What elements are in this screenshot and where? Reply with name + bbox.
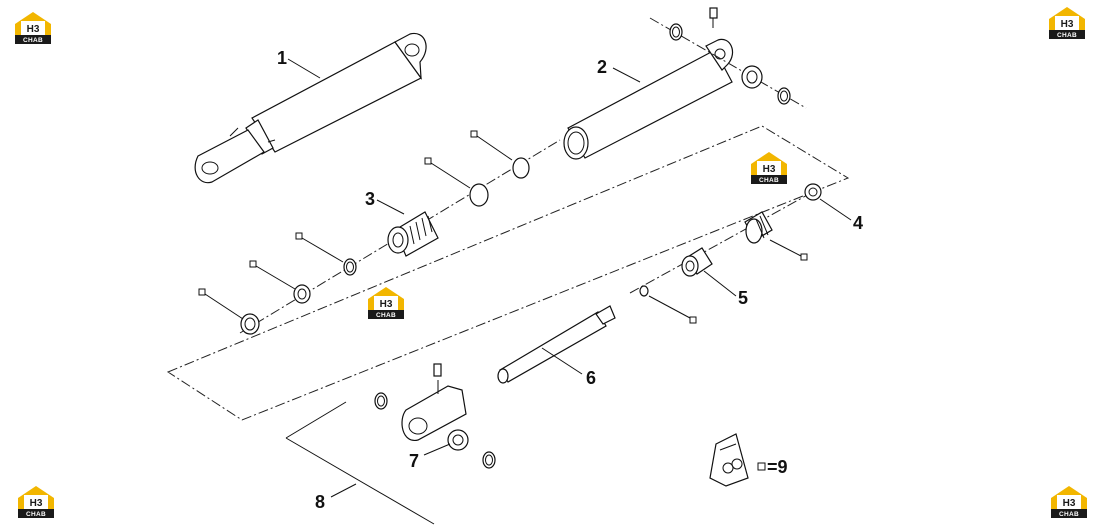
logo-top-left: H3 CHAB: [15, 12, 51, 44]
seal-kit-square-icon: [249, 260, 257, 268]
gland-head: [387, 211, 439, 257]
logo-bottom-right: H3 CHAB: [1051, 486, 1087, 518]
svg-text:CHAB: CHAB: [1057, 32, 1077, 39]
seal-kit-square-icon: [295, 232, 303, 240]
piston-rod: [497, 305, 616, 384]
barrel-snap-ring-icon: [669, 23, 683, 41]
callout-part-1: 1: [277, 48, 287, 68]
rod-end-snap-ring-icon: [374, 392, 388, 410]
rod-end-bushing: [447, 429, 469, 451]
svg-text:CHAB: CHAB: [759, 177, 779, 184]
leader-3: [376, 199, 405, 215]
callout-part-8: 8: [315, 492, 325, 512]
seal-kit-square-icon: [689, 316, 697, 324]
leader-8: [330, 483, 357, 498]
logo-mid-right: H3 CHAB: [751, 152, 787, 184]
gland-ring-1-icon: [343, 258, 357, 276]
logo-top-right: H3 CHAB: [1049, 7, 1085, 39]
o-ring-small-icon: [512, 157, 530, 179]
cylinder-barrel: [563, 38, 733, 160]
gland-seal-3: [240, 313, 260, 335]
svg-text:H3: H3: [1063, 498, 1076, 509]
svg-text:H3: H3: [380, 299, 393, 310]
cylinder-assembly: [194, 32, 427, 184]
leader-1: [287, 58, 321, 79]
leader-5: [703, 270, 737, 297]
logo-center: H3 CHAB: [368, 287, 404, 319]
svg-text:CHAB: CHAB: [376, 312, 396, 319]
seal-kit-square-icon: [800, 253, 808, 261]
callout-part-2: 2: [597, 57, 607, 77]
leader-6: [541, 347, 583, 375]
svg-text:CHAB: CHAB: [23, 37, 43, 44]
piston-nut: [804, 183, 822, 201]
svg-text:CHAB: CHAB: [1059, 511, 1079, 518]
svg-text:H3: H3: [1061, 19, 1074, 30]
svg-text:H3: H3: [30, 498, 43, 509]
barrel-snap-ring-2-icon: [777, 87, 791, 105]
callout-part-4: 4: [853, 213, 863, 233]
seal-kit-card-icon: [709, 433, 749, 487]
callout-part-7: 7: [409, 451, 419, 471]
part8-bracket: [285, 401, 435, 525]
logo-bottom-left: H3 CHAB: [18, 486, 54, 518]
piston-seal: [681, 247, 713, 277]
callout-part-3: 3: [365, 189, 375, 209]
leader-2: [612, 67, 641, 83]
piston: [744, 211, 773, 244]
seal-kit-square-icon: [424, 157, 432, 165]
seal-kit-square-icon: [198, 288, 206, 296]
gland-seal-2: [293, 284, 311, 304]
rod-end-snap-ring-2-icon: [482, 451, 496, 469]
svg-text:H3: H3: [27, 24, 40, 35]
seal-kit-square-icon: [470, 130, 478, 138]
callout-part-6: 6: [586, 368, 596, 388]
barrel-grease-fitting-icon: [709, 7, 718, 28]
svg-text:CHAB: CHAB: [26, 511, 46, 518]
seal-kit-markers: [198, 130, 808, 324]
seal-kit-boundary: [166, 125, 850, 421]
o-ring-large-icon: [469, 183, 489, 207]
part9-square-icon: [757, 462, 766, 471]
rod-end-eye: [401, 363, 467, 441]
barrel-bushing: [741, 65, 763, 89]
callout-part-5: 5: [738, 288, 748, 308]
piston-o-ring-icon: [639, 285, 649, 297]
leader-4: [819, 198, 852, 221]
leader-7: [423, 443, 451, 456]
svg-text:H3: H3: [763, 164, 776, 175]
piston-axis-line: [629, 187, 821, 294]
callout-part-9: =9: [767, 457, 788, 477]
